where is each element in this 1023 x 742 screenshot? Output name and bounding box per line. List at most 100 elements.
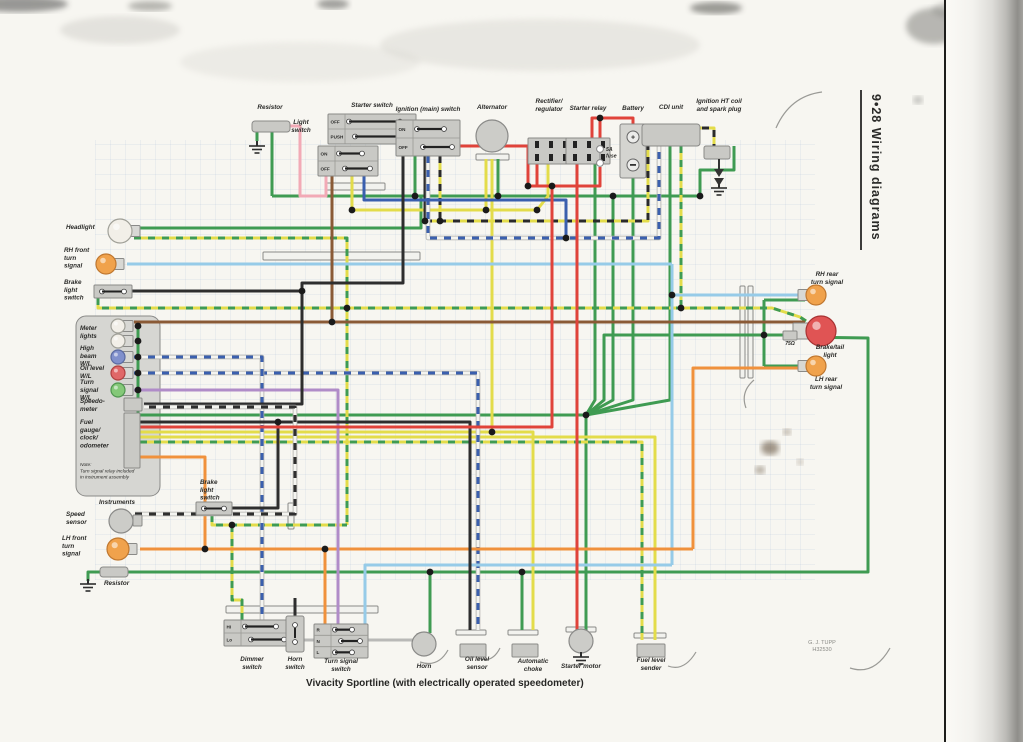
junction-dot xyxy=(494,192,502,200)
meter-light-1 xyxy=(110,318,126,334)
ignition-ht-coil xyxy=(703,145,731,160)
label-text: Resistor xyxy=(257,104,283,111)
ignition-main-switch-contact-bar xyxy=(417,127,444,131)
horn-switch-contact-bar xyxy=(294,628,296,638)
junction-dot xyxy=(524,182,532,190)
label-text: regulator xyxy=(535,106,563,113)
brake-light-switch-rear-contact-bar xyxy=(204,507,222,510)
fuse-5a xyxy=(596,159,604,167)
label-text: W/L xyxy=(80,361,92,368)
label-text: light xyxy=(200,487,214,494)
fuel-level-sender-body xyxy=(636,643,666,658)
speed-sensor-socket xyxy=(132,514,143,527)
junction-dot xyxy=(134,353,142,361)
label-text: fuse xyxy=(606,154,617,160)
wire-tail-feed-green xyxy=(585,333,764,417)
label-text: N xyxy=(317,639,321,644)
label-text: High xyxy=(80,345,94,352)
wire-resistor-top-pink xyxy=(290,124,328,198)
label-text: CDI unit xyxy=(659,104,684,111)
wire-lh-rear-orange xyxy=(691,366,805,549)
label-text: OFF xyxy=(331,119,340,124)
battery-minus xyxy=(630,164,636,166)
scan-smudge xyxy=(380,19,700,71)
credit-line-1: G. J. TUPP xyxy=(808,640,836,646)
wire-oil-sensor-wb-outline xyxy=(134,370,481,630)
rh-front-turn-signal-bulb xyxy=(95,253,117,275)
label-text: Speedo- xyxy=(80,398,105,405)
junction-dot xyxy=(134,369,142,377)
junction-dot xyxy=(411,192,419,200)
label-text: turn xyxy=(64,255,76,262)
label-text: switch xyxy=(242,664,262,671)
label-text: Fuel level xyxy=(637,657,666,664)
label-text: Starter relay xyxy=(570,105,607,112)
label-text: LH front xyxy=(62,535,87,542)
resistor-bottom xyxy=(99,566,129,578)
label-text: Horn xyxy=(417,663,432,670)
wire-brake-sw2-black xyxy=(232,422,280,510)
label-text: ON xyxy=(321,151,329,156)
wire-fuel-sender-yg xyxy=(140,440,644,640)
automatic-choke-body xyxy=(511,643,539,658)
label-text: Brake/tail xyxy=(816,344,845,351)
rh-rear-turn-signal-bulb-highlight xyxy=(810,288,816,295)
wire-headlight-green xyxy=(134,196,423,230)
wire-fan-green-bus xyxy=(585,196,615,417)
oil-level-warning-light-highlight xyxy=(113,368,118,373)
speed-sensor xyxy=(108,508,134,534)
wire-bottom-resistor-green-a xyxy=(86,570,100,581)
wire-fan-green-cdi xyxy=(585,146,672,417)
turn-signal-switch-contact-bar xyxy=(335,628,352,631)
scan-smudge xyxy=(180,42,420,82)
label-text: switch xyxy=(285,664,305,671)
junction-dot xyxy=(596,114,604,122)
scan-smudge xyxy=(797,459,803,465)
label-text: gauge/ xyxy=(79,427,102,434)
scan-smudge xyxy=(317,0,349,9)
label-text: Speed xyxy=(66,511,85,518)
label-text: meter xyxy=(80,406,98,413)
starter-motor xyxy=(568,628,594,654)
label-text: Starter motor xyxy=(561,663,601,670)
high-beam-warning-light xyxy=(110,349,126,365)
wire-red-bus xyxy=(528,167,602,188)
scan-mark xyxy=(743,379,755,409)
wire-instrument-yellow-2 xyxy=(140,435,657,640)
label-text: Battery xyxy=(622,105,644,112)
label-text: Lo xyxy=(227,637,233,642)
label-text: W/L xyxy=(80,395,92,402)
label-text: L xyxy=(317,650,320,655)
label-text: R xyxy=(317,627,321,632)
label-text: OFF xyxy=(399,145,408,150)
junction-dot xyxy=(696,192,704,200)
horn-switch-contact xyxy=(292,622,298,628)
brake-tail-light-bulb xyxy=(805,315,837,347)
label-text: Turn xyxy=(80,379,94,386)
label-text: Hi xyxy=(227,624,232,629)
junction-dot xyxy=(348,206,356,214)
wire-ts-switch-purple xyxy=(134,388,340,624)
lh-rear-turn-signal-bulb xyxy=(805,355,827,377)
starter-relay-pin xyxy=(601,154,605,161)
wire-ts-switch-lightblue xyxy=(363,563,672,624)
label-text: sender xyxy=(641,665,662,672)
dimmer-switch-contact xyxy=(273,623,279,630)
junction-dot xyxy=(436,217,444,225)
turn-signal-switch-contact xyxy=(357,638,363,644)
starter-relay-pin xyxy=(601,141,605,148)
junction-dot xyxy=(274,418,282,426)
alternator xyxy=(475,119,509,153)
lh-rear-turn-signal-bulb-highlight xyxy=(810,359,816,366)
label-text: switch xyxy=(331,666,351,673)
brake-light-switch-front-contact xyxy=(121,288,127,295)
main-connector-bar xyxy=(262,251,421,261)
junction-dot xyxy=(321,545,329,553)
resistor-75ohm xyxy=(782,330,798,341)
wire-resistor-top-green xyxy=(255,129,274,196)
starter-relay-pin xyxy=(573,141,577,148)
wire-black-bus xyxy=(140,420,472,630)
junction-dot xyxy=(518,568,526,576)
junction-dot xyxy=(533,206,541,214)
meter-light-1-highlight xyxy=(113,321,118,326)
